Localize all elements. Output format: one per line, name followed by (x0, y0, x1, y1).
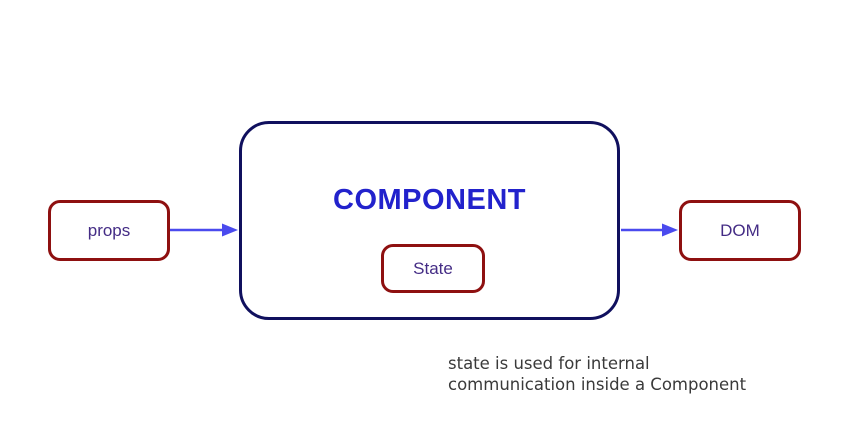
props-to-component-arrow-icon (170, 223, 238, 237)
state-node-label: State (413, 258, 453, 278)
caption-line-2: communication inside a Component (448, 375, 747, 394)
component-title: COMPONENT (333, 184, 526, 216)
caption-line-1: state is used for internal (448, 354, 650, 373)
dom-node: DOM (679, 200, 801, 261)
props-node-label: props (87, 220, 131, 240)
component-node: COMPONENT State (239, 121, 620, 320)
caption: state is used for internal communication… (448, 353, 746, 395)
props-node: props (48, 200, 170, 261)
state-node: State (381, 244, 485, 293)
component-to-dom-arrow-icon (621, 223, 678, 237)
dom-node-label: DOM (720, 220, 760, 240)
